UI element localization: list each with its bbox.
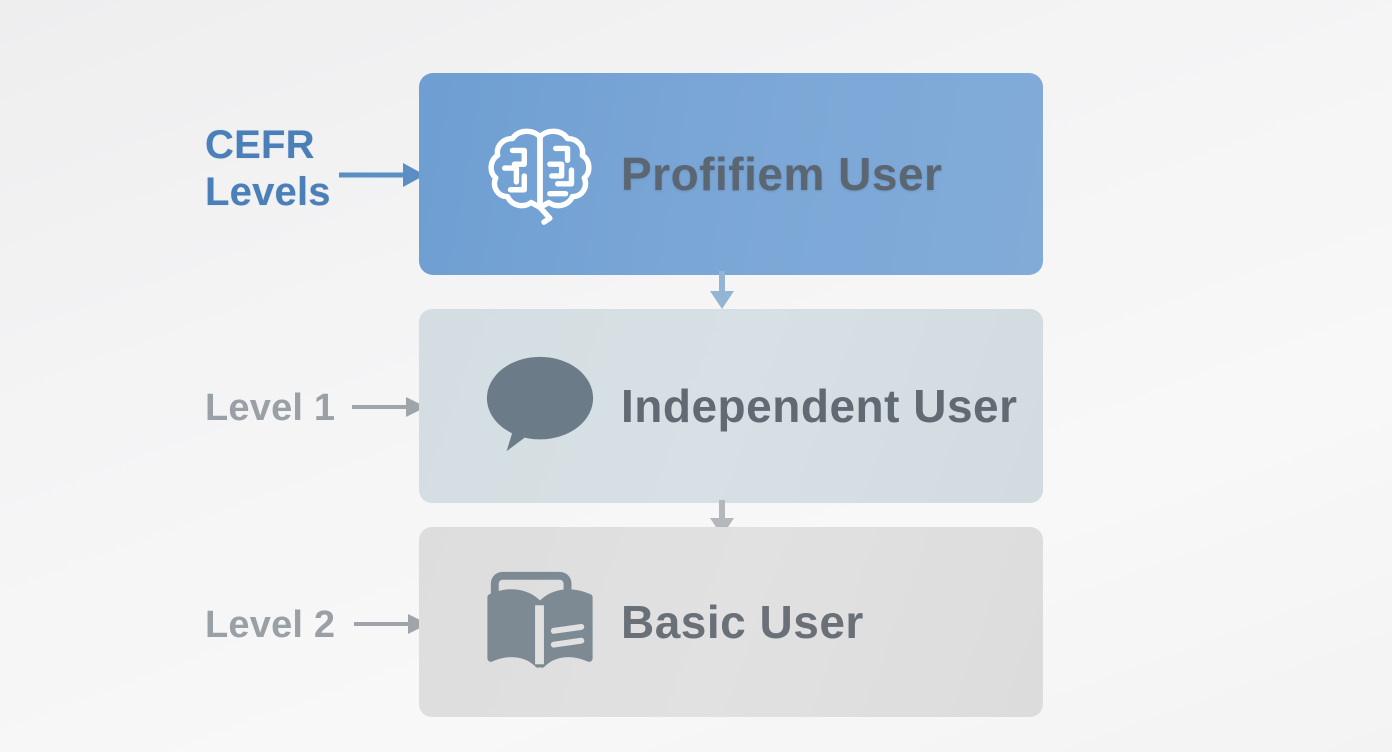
right-arrow-icon-level-2 (354, 614, 428, 634)
level-card-basic-title: Basic User (621, 596, 864, 648)
level-card-independent[interactable]: Independent User (419, 309, 1043, 503)
right-arrow-icon-cefr (339, 163, 425, 187)
level-card-basic[interactable]: Basic User (419, 527, 1043, 717)
open-book-icon (481, 567, 599, 677)
level-card-independent-title: Independent User (621, 380, 1018, 432)
level-card-proficient-title: Profifiem User (621, 148, 943, 200)
level-card-proficient[interactable]: Profifiem User (419, 73, 1043, 275)
arrow-down-icon-1 (710, 271, 734, 309)
level-1-label: Level 1 (205, 385, 335, 431)
speech-bubble-icon (481, 352, 599, 460)
level-1-label-text: Level 1 (205, 387, 336, 429)
cefr-levels-label-line1: CEFR (205, 123, 315, 167)
level-2-label-text: Level 2 (205, 604, 336, 646)
right-arrow-icon-level-1 (352, 397, 426, 417)
level-2-label: Level 2 (205, 602, 335, 648)
brain-icon (481, 120, 599, 228)
cefr-levels-label: CEFR Levels (205, 122, 331, 216)
cefr-levels-label-line2: Levels (205, 170, 331, 214)
